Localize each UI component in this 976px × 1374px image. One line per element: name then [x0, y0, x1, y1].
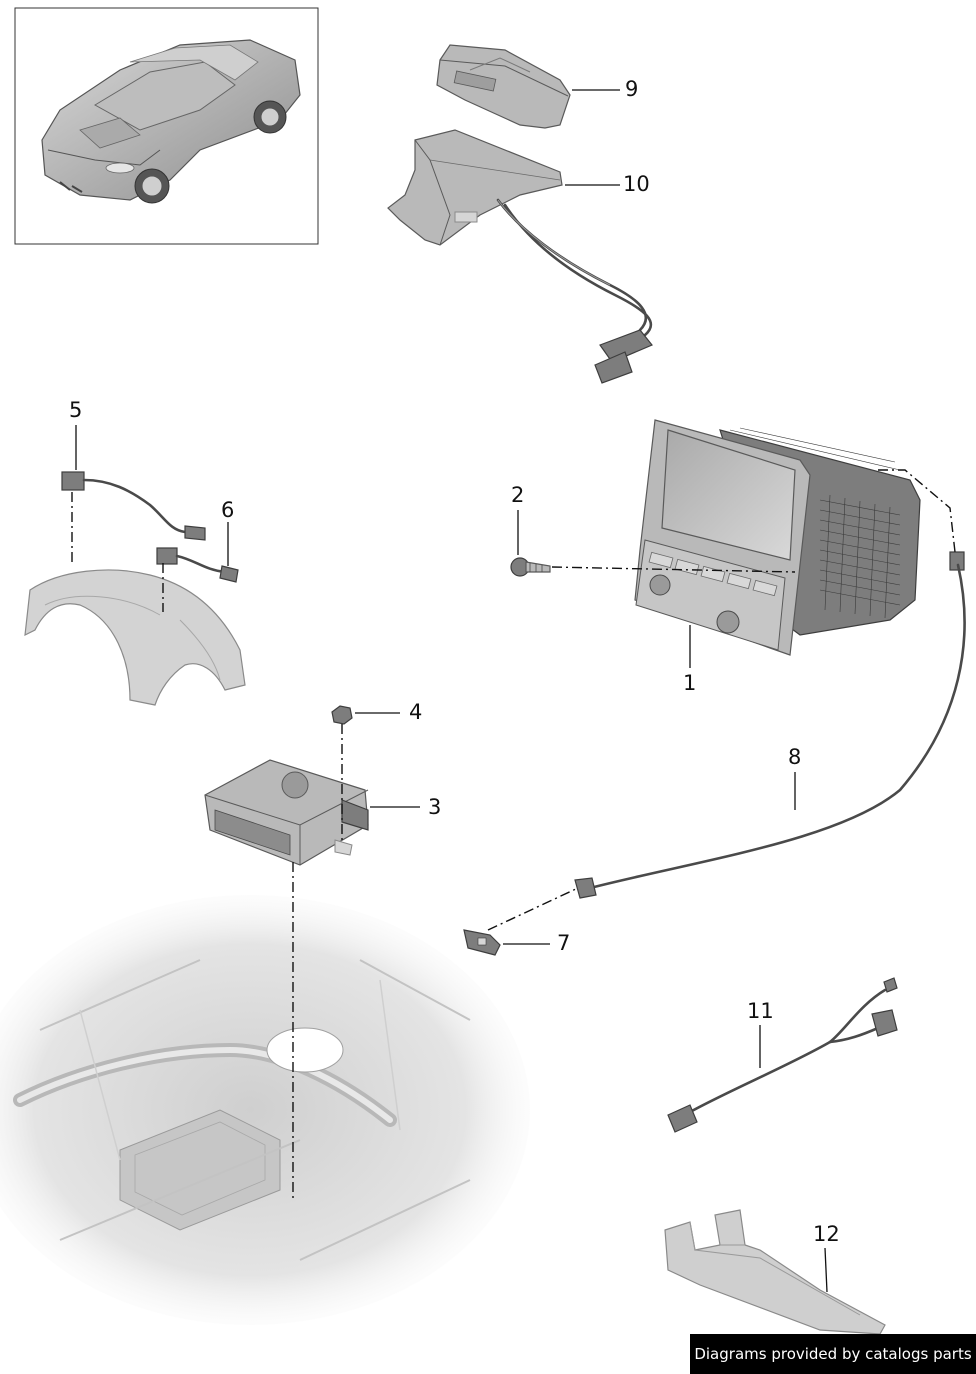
credit-banner: Diagrams provided by catalogs parts [690, 1334, 976, 1374]
left-knob [649, 574, 671, 596]
callout-8: 8 [788, 745, 801, 769]
part-8-cable [574, 563, 966, 899]
credit-text: Diagrams provided by catalogs parts [694, 1345, 972, 1363]
car-illustration [41, 39, 301, 204]
part-5-cable [61, 471, 206, 541]
part-7-connector [463, 929, 501, 956]
callout-10: 10 [623, 172, 650, 196]
part-10-bracket-harness [387, 129, 653, 384]
assembly-lines [71, 469, 956, 1200]
leader-lines [75, 89, 828, 1293]
part-1-head-unit [634, 419, 965, 656]
callout-2: 2 [511, 483, 524, 507]
callout-3: 3 [428, 795, 441, 819]
callout-1: 1 [683, 671, 696, 695]
part-11-adapter-cable [667, 977, 898, 1133]
callout-6: 6 [221, 498, 234, 522]
vehicle-thumbnail [14, 7, 319, 245]
callout-labels: 1 2 3 4 5 6 7 8 9 10 11 12 [69, 77, 840, 1246]
part-2-screw [510, 557, 551, 577]
callout-5: 5 [69, 398, 82, 422]
callout-4: 4 [409, 700, 422, 724]
callout-9: 9 [625, 77, 638, 101]
callout-7: 7 [557, 931, 570, 955]
part-4-nut [331, 705, 353, 725]
vehicle-floor-structure [0, 895, 530, 1325]
callout-11: 11 [747, 999, 774, 1023]
part-3-control-unit [204, 759, 369, 866]
part-6-cable [156, 547, 239, 583]
steering-column-cover [24, 569, 246, 706]
callout-12: 12 [813, 1222, 840, 1246]
right-knob [716, 610, 740, 634]
part-12-bracket [664, 1209, 886, 1335]
head-unit-antenna-plug [949, 551, 965, 571]
part-9-module [436, 44, 571, 129]
head-unit-mesh [729, 427, 901, 619]
